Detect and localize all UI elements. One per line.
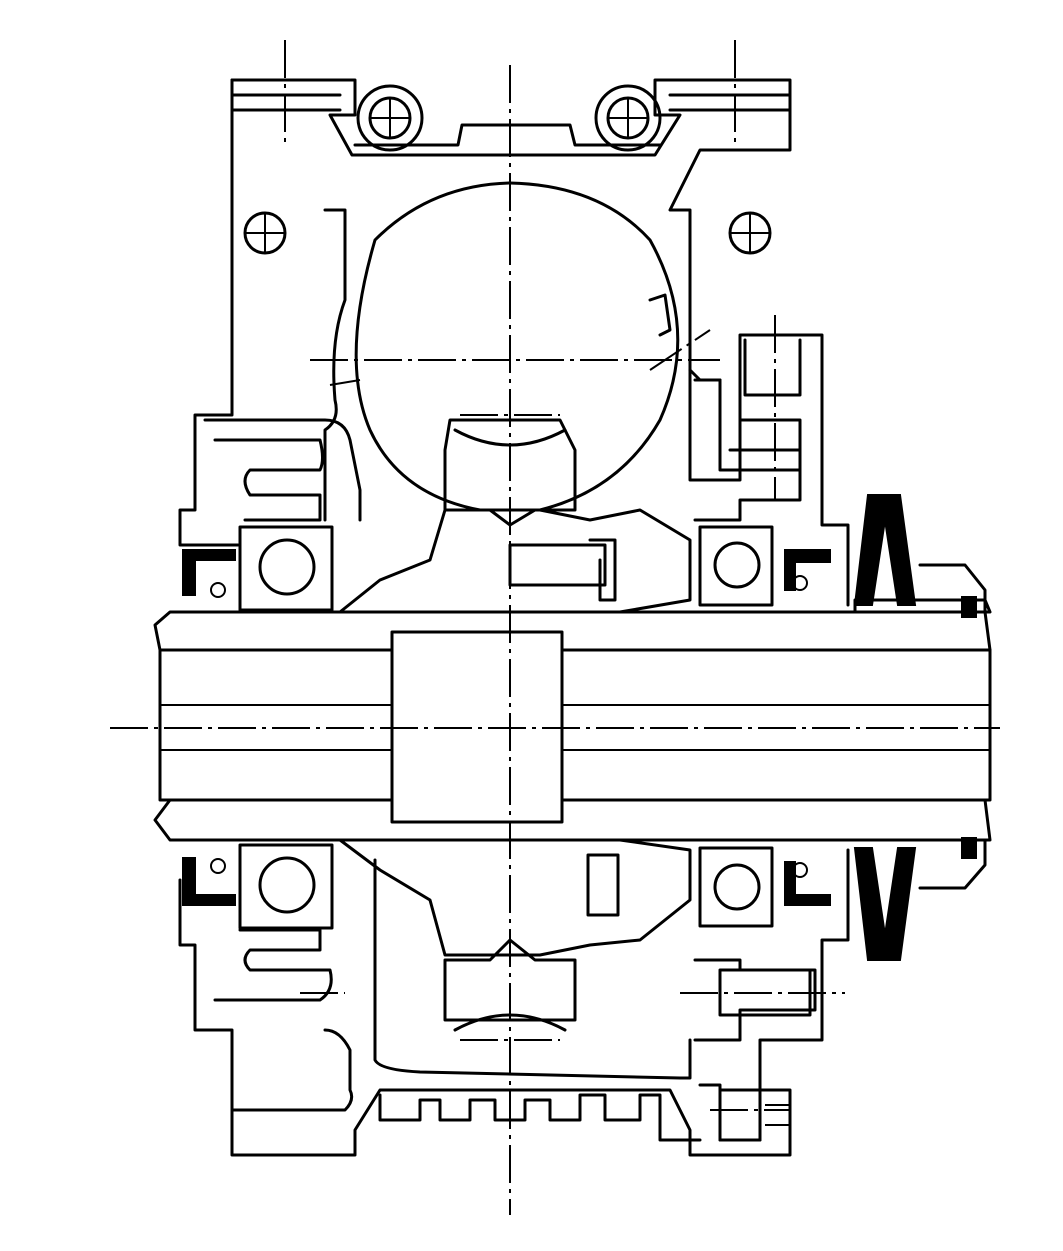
oil-seals — [182, 549, 831, 906]
worm-cavity — [354, 181, 680, 512]
bearings — [238, 525, 774, 930]
gear-hub — [338, 508, 692, 957]
centre-lines — [110, 40, 1000, 1215]
pulley — [853, 494, 992, 961]
bolt-holes — [243, 84, 772, 255]
worm-stub — [718, 968, 812, 1142]
hollow-shaft — [153, 610, 992, 842]
